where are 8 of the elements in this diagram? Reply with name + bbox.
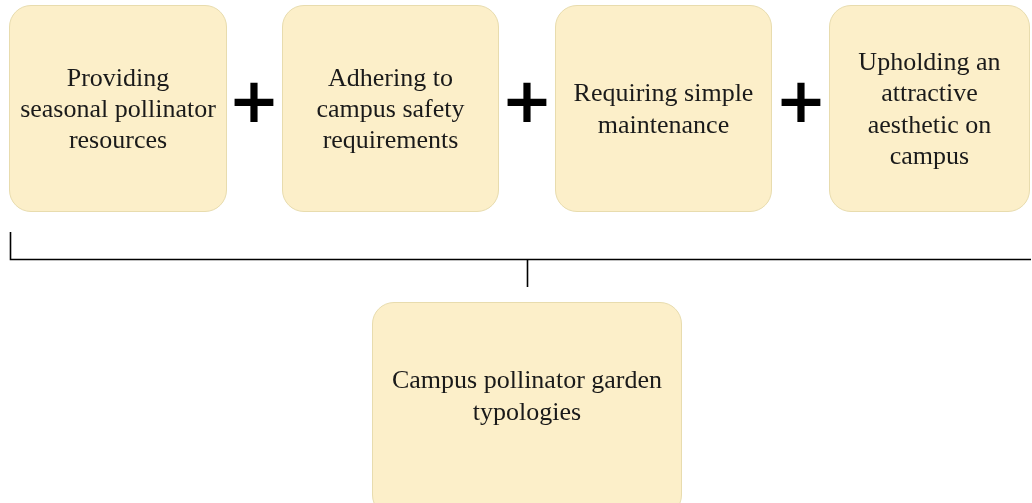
text-box: Upholding an attractive aesthetic on campus: [829, 5, 1030, 212]
text-box: Campus pollinator garden typologies: [372, 302, 682, 503]
text-box: Adhering to campus safety requirements: [282, 5, 499, 212]
text-box: Providing seasonal pollinator resources: [9, 5, 227, 212]
plus-sign: +: [501, 70, 553, 132]
text-box: Requiring simple maintenance: [555, 5, 772, 212]
plus-sign: +: [228, 70, 280, 132]
plus-sign: +: [775, 70, 827, 132]
